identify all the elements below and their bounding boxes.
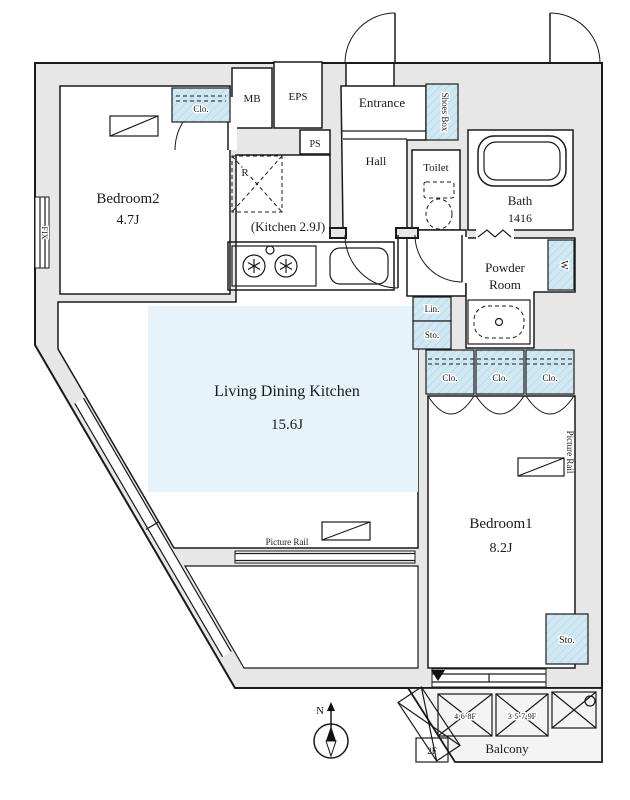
- toilet-label: Toilet: [423, 162, 449, 174]
- ldk-south-window: [234, 550, 416, 564]
- mb-box: [231, 67, 273, 129]
- bedroom1-storage-label: Sto.: [559, 635, 575, 646]
- diagonal-window: [74, 397, 232, 658]
- bedroom1-storage: [545, 613, 589, 665]
- mb-label: MB: [243, 93, 260, 105]
- ac-unit-bedroom1: [517, 457, 565, 477]
- bedroom1-size: 8.2J: [490, 541, 514, 556]
- elevator-left-label: 4·6·8F: [454, 712, 476, 721]
- picture-rail-south-label: Picture Rail: [266, 537, 309, 547]
- hall-storage: [412, 320, 452, 350]
- void-area: [183, 565, 419, 669]
- elevator-shaft-right: [495, 693, 549, 737]
- closet3-label: Clo.: [542, 373, 557, 383]
- kitchen-sink: [329, 247, 389, 285]
- balcony-pole: [584, 695, 596, 707]
- closet2-label: Clo.: [492, 373, 507, 383]
- hall-storage-label: Sto.: [425, 330, 439, 340]
- fix-window-label: FIX: [40, 227, 49, 240]
- bathtub: [477, 135, 567, 187]
- linen-label: Lin.: [425, 304, 440, 314]
- toilet-fixture: [423, 181, 455, 230]
- corridor-floor: [406, 229, 467, 297]
- kitchen-counter: [227, 241, 395, 291]
- elevator-shaft-left: [437, 693, 493, 737]
- bedroom1-closet-1: [425, 349, 475, 395]
- entrance-label: Entrance: [359, 95, 405, 110]
- ldk-name: Living Dining Kitchen: [214, 383, 360, 400]
- bedroom2-closet-label: Clo.: [193, 104, 208, 114]
- balcony-access-marker: [431, 670, 445, 681]
- entrance-door: [344, 12, 396, 86]
- eps-label: EPS: [289, 91, 308, 103]
- linen-storage: [412, 296, 452, 322]
- ps-box: [299, 129, 331, 155]
- hatched-box-right: [551, 691, 597, 729]
- common-corridor-door: [549, 12, 601, 64]
- balcony-label: Balcony: [485, 741, 529, 756]
- powder-room-line1: Powder: [485, 260, 525, 275]
- bedroom1-name: Bedroom1: [469, 516, 532, 532]
- burner-icon: [247, 259, 293, 273]
- hall-ldk-door: [329, 227, 419, 289]
- shoes-box-label: Shoes Box: [440, 93, 450, 132]
- bedroom2-name: Bedroom2: [96, 191, 159, 207]
- bedroom2-closet: [171, 87, 231, 123]
- powder-room-door: [414, 234, 468, 283]
- elevator-shaft-diagonal: [397, 686, 461, 762]
- washbasin: [467, 299, 531, 345]
- ldk-floor-highlight: [148, 306, 418, 492]
- bath-name: Bath: [508, 193, 533, 208]
- refrigerator-space: [231, 155, 283, 213]
- floor-2f-label: 2F: [427, 746, 437, 756]
- fix-window: [34, 196, 50, 269]
- bath-folding-door: [476, 229, 514, 239]
- kitchen-label: (Kitchen 2.9J): [251, 219, 325, 234]
- ps-label: PS: [309, 139, 320, 150]
- floor-2f-box: [415, 737, 449, 763]
- closet1-label: Clo.: [442, 373, 457, 383]
- compass: [313, 702, 349, 759]
- fridge-label: R: [241, 167, 249, 179]
- powder-room-line2: Room: [489, 277, 521, 292]
- eps-box: [273, 61, 323, 129]
- bedroom1-closet-3: [525, 349, 575, 395]
- ldk-size: 15.6J: [271, 417, 303, 433]
- elevator-right-label: 3·5·7·9F: [508, 712, 537, 721]
- ac-unit-bedroom2: [109, 115, 159, 137]
- closet-curtain-arcs: [427, 395, 575, 415]
- compass-north-label: N: [316, 705, 324, 717]
- picture-rail-right-label: Picture Rail: [565, 431, 575, 474]
- hall-label: Hall: [366, 154, 387, 168]
- washer-space: [547, 239, 575, 291]
- bath-size: 1416: [508, 211, 532, 225]
- bedroom2-size: 4.7J: [117, 213, 141, 228]
- bedroom1-balcony-window: [431, 668, 547, 688]
- ac-unit-ldk: [321, 521, 371, 541]
- washer-label: W: [558, 260, 569, 270]
- bedroom1-closet-2: [475, 349, 525, 395]
- shoes-box: [425, 83, 459, 141]
- entrance-step: [341, 130, 426, 140]
